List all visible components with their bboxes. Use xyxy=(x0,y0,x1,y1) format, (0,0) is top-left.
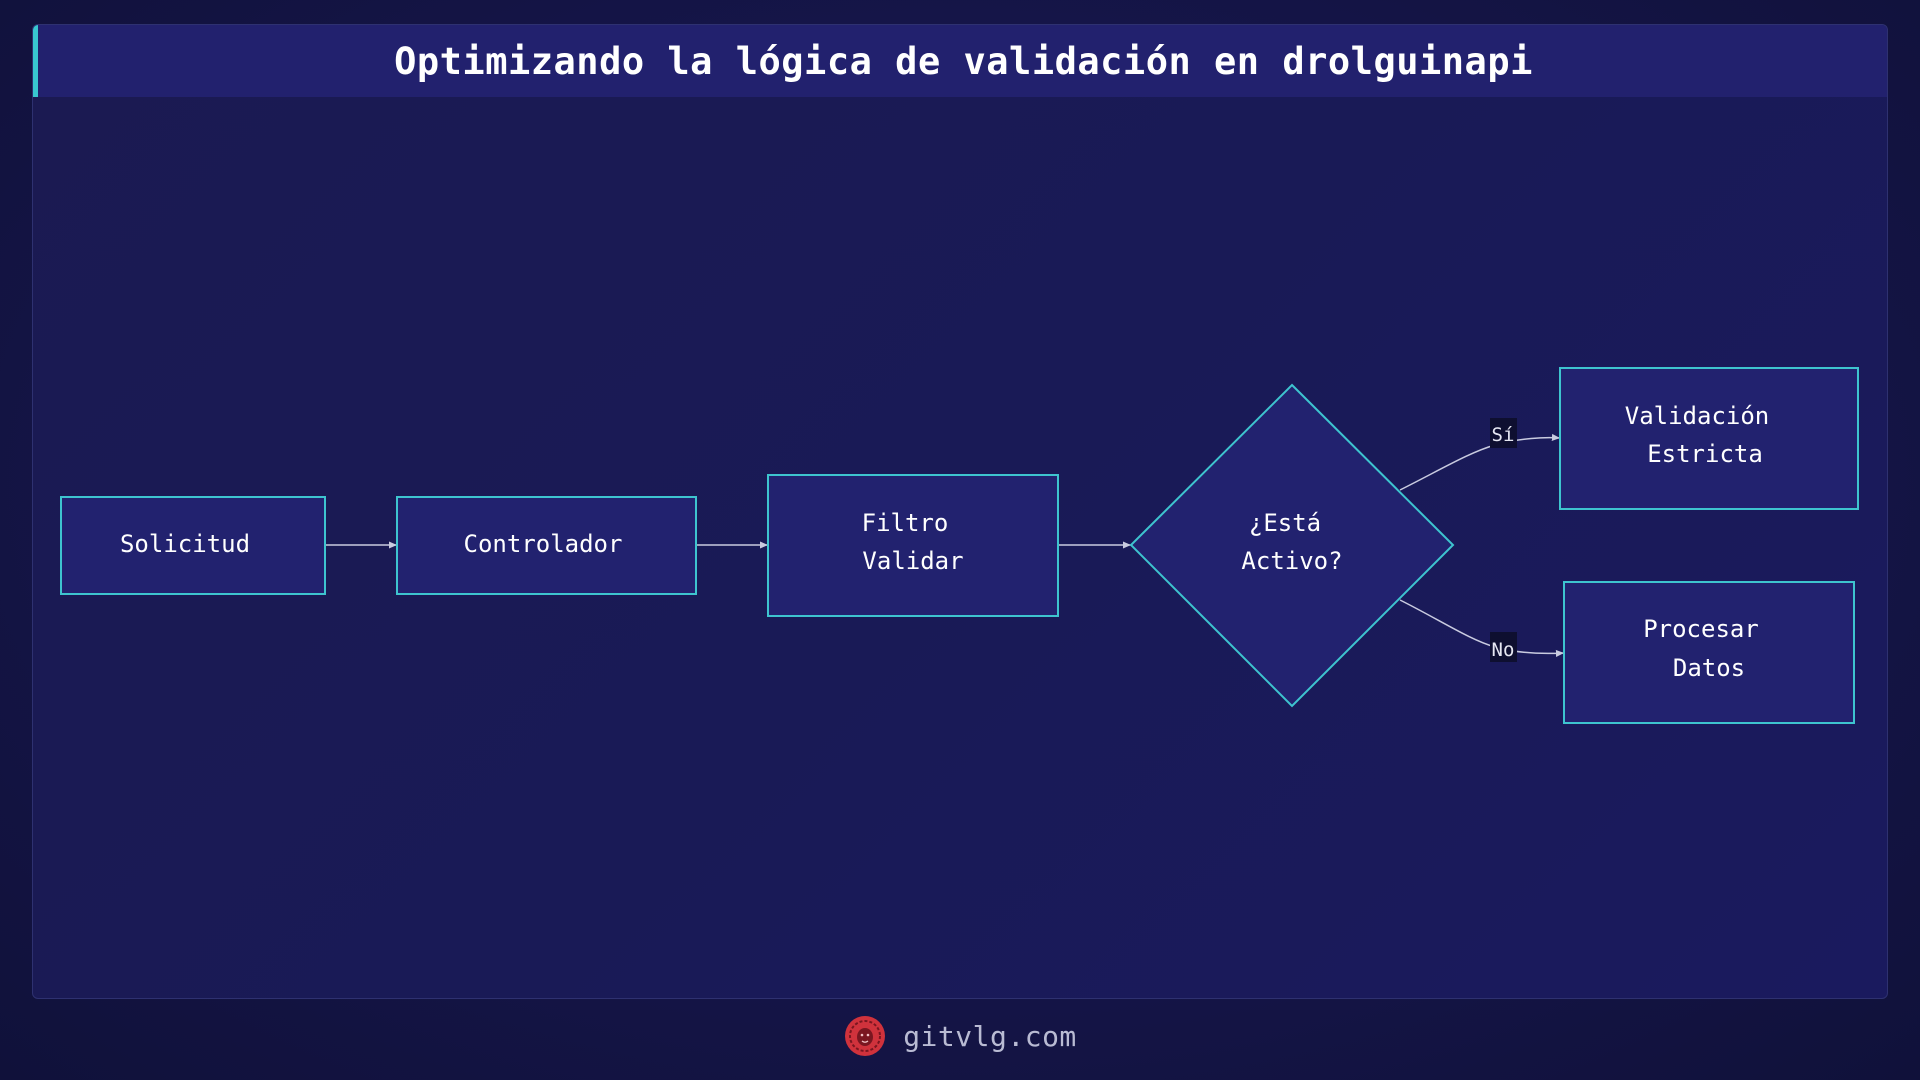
diagram-title: Optimizando la lógica de validación en d… xyxy=(394,39,1533,83)
no-label-text: No xyxy=(1492,639,1515,661)
node-controlador-label: Controlador xyxy=(464,530,623,558)
node-decision-label-line2: Activo? xyxy=(1241,547,1342,575)
footer: gitvlg.com xyxy=(0,1010,1920,1062)
diagram-panel: Optimizando la lógica de validación en d… xyxy=(32,24,1888,999)
node-decision-label-line1: ¿Está xyxy=(1249,509,1321,537)
node-solicitud-label: Solicitud xyxy=(120,530,250,558)
footer-site-link[interactable]: gitvlg.com xyxy=(903,1019,1077,1053)
node-filtro: Filtro Validar xyxy=(767,474,1059,617)
node-procesar-label-line1: Procesar xyxy=(1643,615,1759,643)
title-bar: Optimizando la lógica de validación en d… xyxy=(33,25,1887,97)
edge-label-no: No xyxy=(1490,632,1517,662)
node-procesar-label-line2: Datos xyxy=(1673,654,1745,682)
node-decision: ¿Está Activo? xyxy=(1129,383,1455,708)
edge-decision-validacion xyxy=(1399,433,1561,491)
lion-logo-icon xyxy=(845,1016,886,1056)
node-filtro-label-line1: Filtro xyxy=(862,509,949,537)
node-controlador: Controlador xyxy=(396,496,697,595)
yes-label-text: Sí xyxy=(1492,424,1515,446)
node-procesar-datos: Procesar Datos xyxy=(1563,581,1855,724)
node-validacion-estricta: Validación Estricta xyxy=(1559,367,1859,510)
node-solicitud: Solicitud xyxy=(60,496,326,595)
node-filtro-label-line2: Validar xyxy=(862,547,963,575)
edge-decision-procesar xyxy=(1399,599,1565,658)
edge-label-yes: Sí xyxy=(1490,418,1517,448)
node-validacion-label-line1: Validación xyxy=(1625,402,1770,430)
node-validacion-label-line2: Estricta xyxy=(1647,440,1763,468)
